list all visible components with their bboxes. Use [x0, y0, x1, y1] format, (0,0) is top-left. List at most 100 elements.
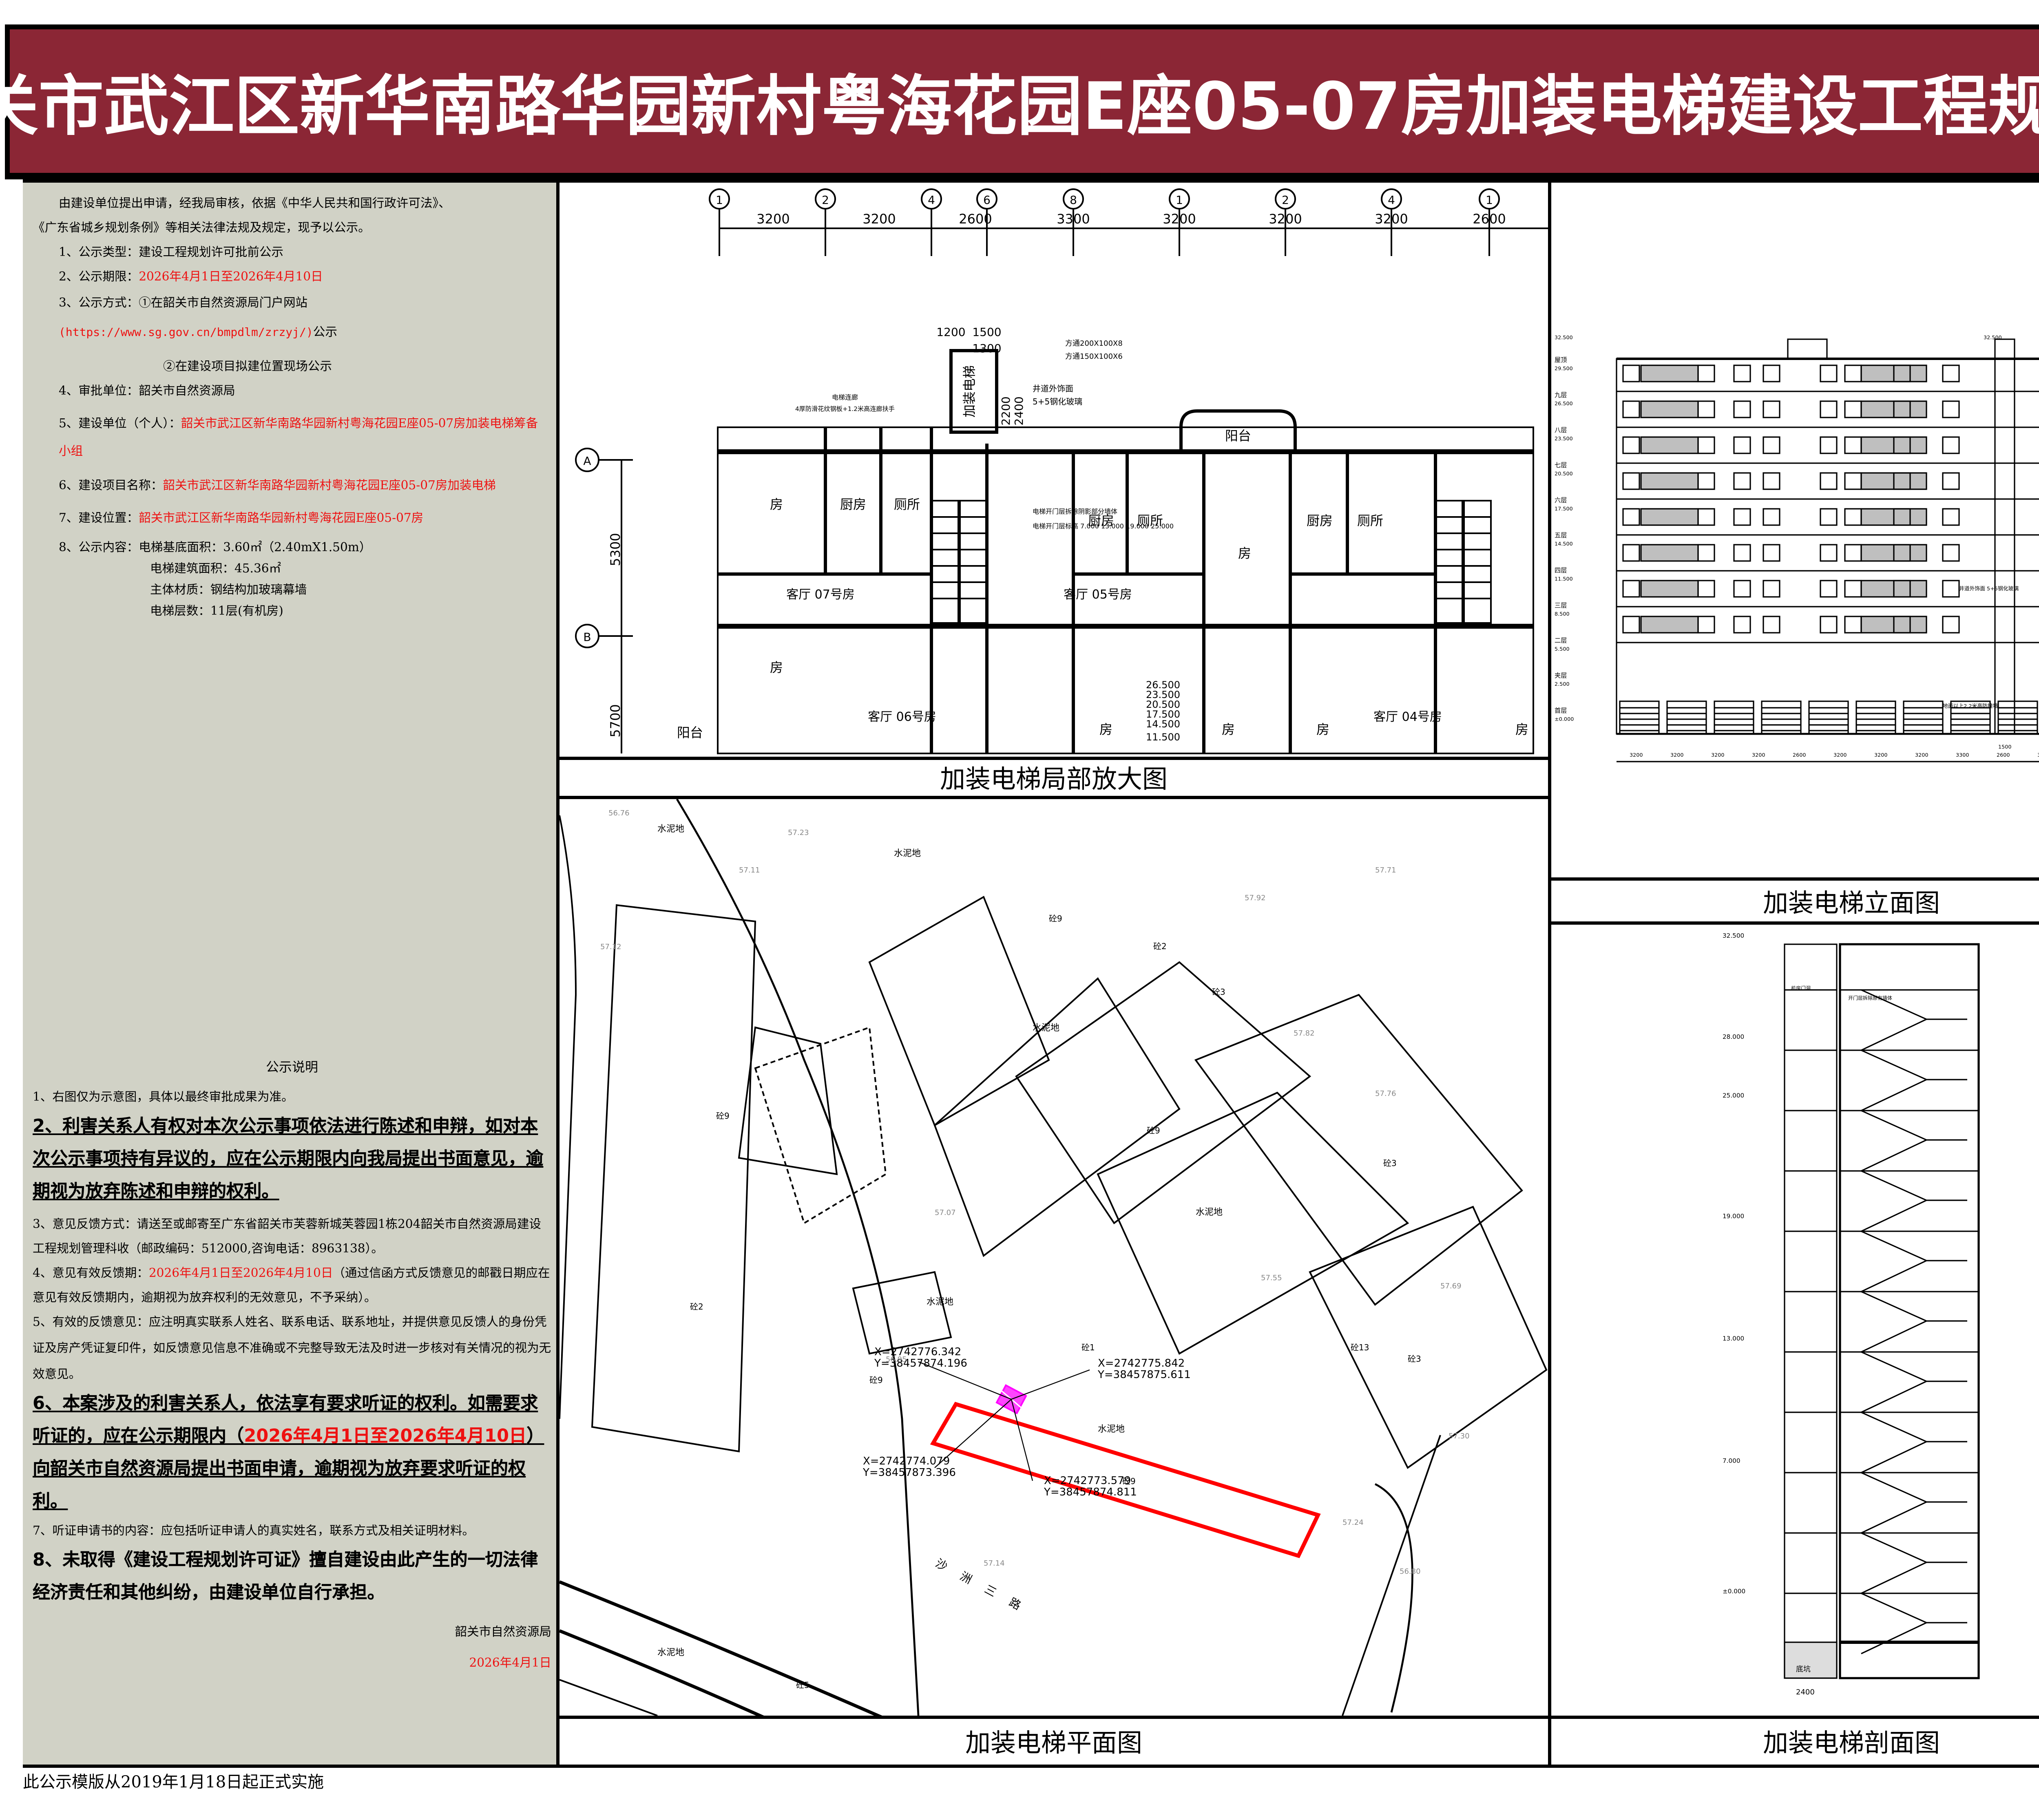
dim-top-4: 3300 [1057, 211, 1090, 227]
explanation-6: 6、本案涉及的利害关系人，依法享有要求听证的权利。如需要求听证的，应在公示期限内… [33, 1388, 551, 1518]
coord-x-3: X=2742774.079 [863, 1455, 950, 1467]
site-plan-drawing: X=2742776.342 Y=38457874.196 X=2742775.8… [560, 799, 1548, 1768]
explanation-2: 2、利害关系人有权对本次公示事项依法进行陈述和申辩，如对本次公示事项持有异议的，… [33, 1115, 544, 1202]
dim-1500: 1500 [972, 325, 1001, 339]
surface-label: 水泥地 [1033, 1023, 1059, 1033]
new-elevator-building-outline [930, 1402, 1321, 1558]
room-label: 阳台 [1225, 428, 1251, 444]
top-level: 32.500 [1555, 335, 1573, 341]
svg-text:4: 4 [928, 193, 935, 207]
spot-height: 57.69 [1440, 1282, 1462, 1290]
coord-y-2: Y=38457875.611 [1097, 1369, 1191, 1381]
building-tag: 砼1 [1081, 1343, 1095, 1352]
svg-text:3200: 3200 [2037, 752, 2039, 758]
svg-text:29.500: 29.500 [1555, 366, 1573, 372]
section-caption: 加装电梯剖面图 [1551, 1716, 2039, 1768]
room-label: 房 [1238, 546, 1251, 561]
svg-text:3200: 3200 [1711, 752, 1725, 758]
axis-b-label: B [583, 630, 591, 644]
svg-text:九层: 九层 [1555, 391, 1567, 399]
surface-label: 水泥地 [1196, 1207, 1223, 1217]
axis-a-label: A [583, 454, 591, 468]
svg-text:夹层: 夹层 [1555, 672, 1567, 679]
item-content: 8、公示内容：电梯基底面积：3.60㎡（2.40mX1.50m） 电梯建筑面积：… [33, 537, 546, 621]
svg-text:三层: 三层 [1555, 602, 1567, 609]
item-project-value: 韶关市武江区新华南路华园新村粤海花园E座05-07房加装电梯 [163, 478, 496, 493]
room-label: 厨房 [1307, 513, 1333, 528]
svg-text:首层: 首层 [1555, 707, 1567, 714]
svg-text:3200: 3200 [1874, 752, 1888, 758]
elevation-caption: 加装电梯立面图 [1551, 877, 2039, 925]
note-steel-2: 方通150X100X6 [1065, 352, 1123, 361]
item-applicant: 5、建设单位（个人）：韶关市武江区新华南路华园新村粤海花园E座05-07房加装电… [33, 409, 546, 465]
room-label: 房 [1222, 722, 1235, 737]
room-label: 厕所 [1357, 513, 1383, 528]
detail-plan-caption: 加装电梯局部放大图 [560, 757, 1548, 799]
signature: 韶关市自然资源局 [455, 1624, 551, 1639]
room-label: 房 [770, 660, 783, 675]
spot-height: 57.82 [1294, 1029, 1315, 1038]
spot-height: 57.55 [1261, 1274, 1282, 1282]
section-width: 2400 [1796, 1688, 1815, 1696]
level-mark: 23.500 [1146, 689, 1180, 700]
svg-text:25.000: 25.000 [1723, 1092, 1744, 1099]
surface-label: 水泥地 [1098, 1424, 1125, 1434]
surface-label: 水泥地 [894, 848, 921, 859]
item-approver: 4、审批单位：韶关市自然资源局 [33, 378, 546, 403]
svg-text:8: 8 [1070, 193, 1077, 207]
dim-top-7: 3200 [1375, 211, 1408, 227]
svg-text:3200: 3200 [1670, 752, 1684, 758]
svg-text:1: 1 [1486, 193, 1493, 207]
dim-top-1: 3200 [756, 211, 790, 227]
svg-text:5.500: 5.500 [1555, 646, 1570, 652]
level-mark: 17.500 [1146, 709, 1180, 720]
shaft-note: 井道外饰面 5+5钢化玻璃 [1959, 586, 2019, 592]
shaft-width: 1500 [1998, 744, 2012, 750]
svg-text:3200: 3200 [1630, 752, 1643, 758]
explanation-1: 1、右图仅为示意图，具体以最终审批成果为准。 [33, 1089, 294, 1104]
base-note: 地面以上2.2米高防撞墙 [1943, 703, 1998, 709]
building-tag: 砼9 [1049, 914, 1062, 923]
level-mark: 11.500 [1146, 731, 1180, 743]
svg-text:七层: 七层 [1555, 462, 1567, 469]
svg-text:13.000: 13.000 [1723, 1335, 1744, 1342]
svg-text:2.500: 2.500 [1555, 681, 1570, 687]
note-door-levels: 电梯开门层标高 7.000 13.000 19.000 25.000 [1033, 522, 1174, 530]
item-content-label: 8、公示内容： [59, 540, 139, 554]
explanation-4-label: 4、意见有效反馈期： [33, 1266, 149, 1280]
svg-text:六层: 六层 [1555, 497, 1567, 504]
explanation-6-tail: ）向韶关市自然资源局提出书面申请，逾期视为放弃要求听证的权利。 [33, 1425, 544, 1512]
surface-label: 水泥地 [657, 824, 684, 834]
svg-text:1: 1 [1176, 193, 1183, 207]
explanation-3: 3、意见反馈方式：请送至或邮寄至广东省韶关市芙蓉新城芙蓉园1栋204韶关市自然资… [33, 1217, 541, 1256]
note-shaft-glass: 5+5钢化玻璃 [1033, 397, 1082, 406]
spot-height: 56.95 [886, 1355, 907, 1364]
template-note: 此公示模版从2019年1月18日起正式实施 [23, 1774, 324, 1792]
room-label: 房 [770, 497, 783, 512]
building-tag: 砼9 [1122, 1476, 1136, 1486]
spot-height: 57.76 [1375, 1089, 1396, 1098]
explanation-section: 公示说明 1、右图仅为示意图，具体以最终审批成果为准。 2、利害关系人有权对本次… [33, 1055, 551, 1670]
item-type-value: 建设工程规划许可批前公示 [139, 245, 283, 259]
machine-room-door: 机房门洞 [1791, 985, 1811, 991]
item-method: 3、公示方式：①在韶关市自然资源局门户网站(https://www.sg.gov… [33, 289, 546, 347]
spot-height: 56.80 [1400, 1567, 1421, 1576]
svg-text:28.000: 28.000 [1723, 1033, 1744, 1040]
dim-2200: 2200 [999, 396, 1013, 425]
building-tag: 砼9 [716, 1111, 730, 1121]
notice-panel: 由建设单位提出申请，经我局审核，依据《中华人民共和国行政许可法》、 《广东省城乡… [23, 183, 560, 1765]
dim-1300: 1300 [972, 342, 1001, 355]
item-approver-value: 韶关市自然资源局 [139, 383, 235, 398]
item-type-label: 1、公示类型： [59, 245, 139, 259]
explanation-4-date: 2026年4月1日至2026年4月10日 [148, 1266, 333, 1280]
coord-x-1: X=2742776.342 [874, 1346, 961, 1358]
note-corridor-title: 电梯连廊 [832, 393, 858, 401]
building-tag: 砼3 [1212, 987, 1225, 997]
svg-text:1: 1 [716, 193, 723, 207]
room-label: 客厅 07号房 [786, 588, 855, 602]
coord-x-4: X=2742773.579 [1044, 1475, 1131, 1487]
website-link[interactable]: (https://www.sg.gov.cn/bmpdlm/zrzyj/) [59, 326, 313, 339]
svg-text:二层: 二层 [1555, 637, 1567, 644]
